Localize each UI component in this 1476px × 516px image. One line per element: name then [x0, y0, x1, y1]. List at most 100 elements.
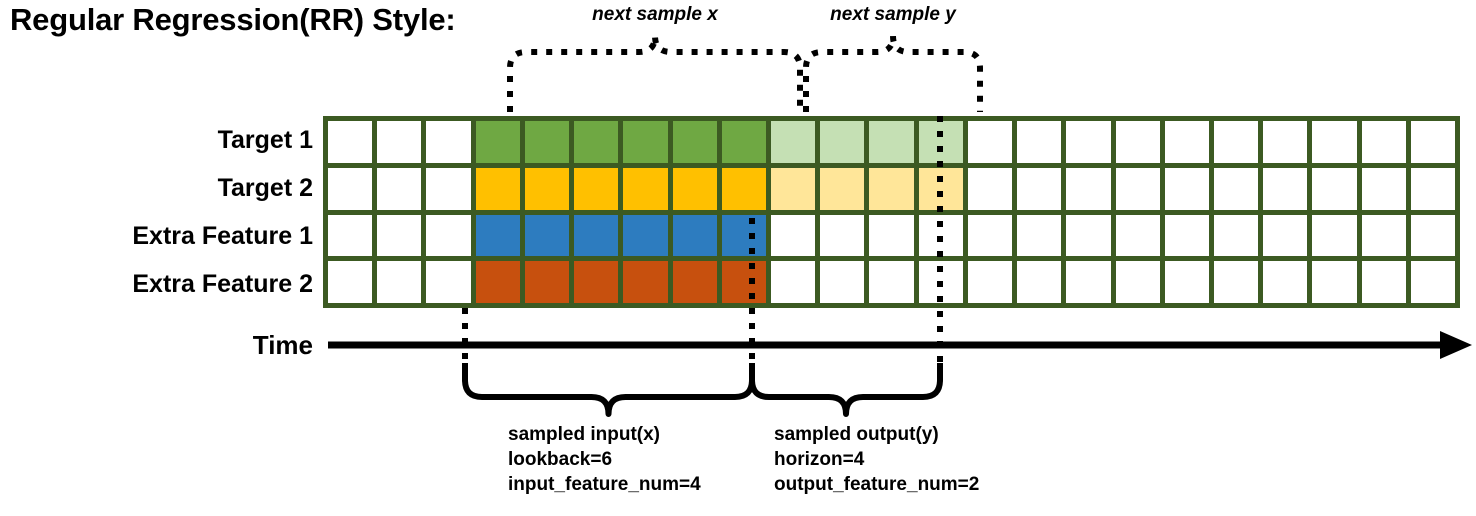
grid-cell-empty — [1312, 214, 1357, 257]
grid-cell-empty — [918, 261, 963, 303]
grid-cell-empty — [1115, 167, 1160, 210]
grid-cell-empty — [1115, 261, 1160, 303]
grid-cell-input — [721, 214, 766, 257]
grid-cell-empty — [426, 261, 471, 303]
grid-cell-input — [475, 167, 520, 210]
note-line: input_feature_num=4 — [508, 474, 701, 495]
grid-cell-empty — [1361, 261, 1406, 303]
grid-cell-empty — [328, 121, 373, 163]
bottom-brace-output — [749, 363, 943, 417]
grid-cell-input — [475, 214, 520, 257]
grid-cell-empty — [770, 214, 816, 257]
grid-cell-empty — [426, 121, 471, 163]
grid-cell-empty — [1213, 167, 1259, 210]
grid-cell-empty — [1164, 167, 1209, 210]
row-label-target-2: Target 2 — [217, 174, 313, 202]
note-line: sampled input(x) — [508, 424, 661, 445]
grid-cell-empty — [1410, 214, 1456, 257]
grid-cell-empty — [820, 261, 865, 303]
grid-cell-empty — [1164, 121, 1209, 163]
grid-cell-output — [820, 167, 865, 210]
grid-cell-empty — [1361, 121, 1406, 163]
timeseries-grid — [323, 116, 1460, 308]
grid-cell-empty — [1017, 121, 1062, 163]
grid-cell-input — [672, 214, 717, 257]
note-line: sampled output(y) — [774, 424, 939, 445]
grid-cell-empty — [1312, 121, 1357, 163]
grid-cell-empty — [1312, 261, 1357, 303]
grid-cell-empty — [918, 214, 963, 257]
grid-cell-input — [574, 261, 619, 303]
grid-cell-empty — [1066, 167, 1111, 210]
grid-cell-empty — [328, 214, 373, 257]
grid-cell-input — [672, 167, 717, 210]
grid-cell-output — [770, 121, 816, 163]
row-label-extra-feature-1: Extra Feature 1 — [132, 222, 313, 250]
grid-cell-empty — [1263, 214, 1308, 257]
grid-cell-empty — [1263, 261, 1308, 303]
grid-cell-empty — [377, 261, 422, 303]
row-label-target-1: Target 1 — [217, 126, 313, 154]
grid-cell-empty — [1213, 261, 1259, 303]
grid-cell-empty — [967, 167, 1013, 210]
grid-row — [328, 261, 1456, 303]
grid-cell-input — [672, 261, 717, 303]
grid-cell-empty — [967, 214, 1013, 257]
grid-cell-input — [574, 121, 619, 163]
grid-cell-empty — [1164, 214, 1209, 257]
grid-cell-empty — [1066, 121, 1111, 163]
grid-cell-output — [918, 167, 963, 210]
grid-cell-empty — [1410, 261, 1456, 303]
page-title: Regular Regression(RR) Style: — [10, 2, 456, 37]
grid-cell-empty — [770, 261, 816, 303]
sampled-output-note: sampled output(y) horizon=4 output_feature… — [774, 422, 979, 497]
grid-cell-input — [623, 261, 668, 303]
grid-cell-empty — [1213, 214, 1259, 257]
grid-cell-empty — [1361, 214, 1406, 257]
grid-cell-empty — [820, 214, 865, 257]
grid-cell-empty — [1017, 214, 1062, 257]
grid-cell-input — [721, 121, 766, 163]
grid-cell-input — [475, 121, 520, 163]
grid-cell-empty — [377, 214, 422, 257]
bottom-brace-input — [462, 363, 755, 417]
grid-cell-empty — [377, 121, 422, 163]
note-line: output_feature_num=2 — [774, 474, 980, 495]
grid-cell-empty — [967, 121, 1013, 163]
grid-cell-input — [574, 167, 619, 210]
next-sample-y-label: next sample y — [830, 4, 956, 25]
grid-cell-empty — [1263, 167, 1308, 210]
grid-cell-input — [721, 261, 766, 303]
top-brace-y — [803, 35, 983, 112]
top-brace-x — [507, 35, 803, 112]
grid-cell-output — [770, 167, 816, 210]
grid-cell-empty — [1115, 121, 1160, 163]
grid-cell-input — [574, 214, 619, 257]
grid-cell-empty — [1115, 214, 1160, 257]
grid-cell-input — [623, 121, 668, 163]
next-sample-x-label: next sample x — [592, 4, 718, 25]
grid-cell-input — [623, 214, 668, 257]
grid-cell-input — [524, 121, 570, 163]
grid-cell-empty — [426, 167, 471, 210]
grid-cell-empty — [869, 214, 914, 257]
grid-cell-empty — [1017, 261, 1062, 303]
row-label-extra-feature-2: Extra Feature 2 — [132, 270, 313, 298]
note-line: horizon=4 — [774, 449, 865, 470]
grid-cell-empty — [1164, 261, 1209, 303]
time-axis-label: Time — [252, 330, 313, 360]
grid-cell-output — [869, 167, 914, 210]
grid-cell-empty — [1410, 167, 1456, 210]
grid-cell-input — [524, 167, 570, 210]
grid-row — [328, 214, 1456, 257]
grid-cell-input — [623, 167, 668, 210]
grid-cell-output — [869, 121, 914, 163]
grid-cell-empty — [1410, 121, 1456, 163]
grid-cell-empty — [967, 261, 1013, 303]
grid-cell-input — [524, 261, 570, 303]
grid-cell-empty — [1066, 214, 1111, 257]
grid-cell-empty — [1066, 261, 1111, 303]
bottom-braces — [462, 363, 943, 417]
